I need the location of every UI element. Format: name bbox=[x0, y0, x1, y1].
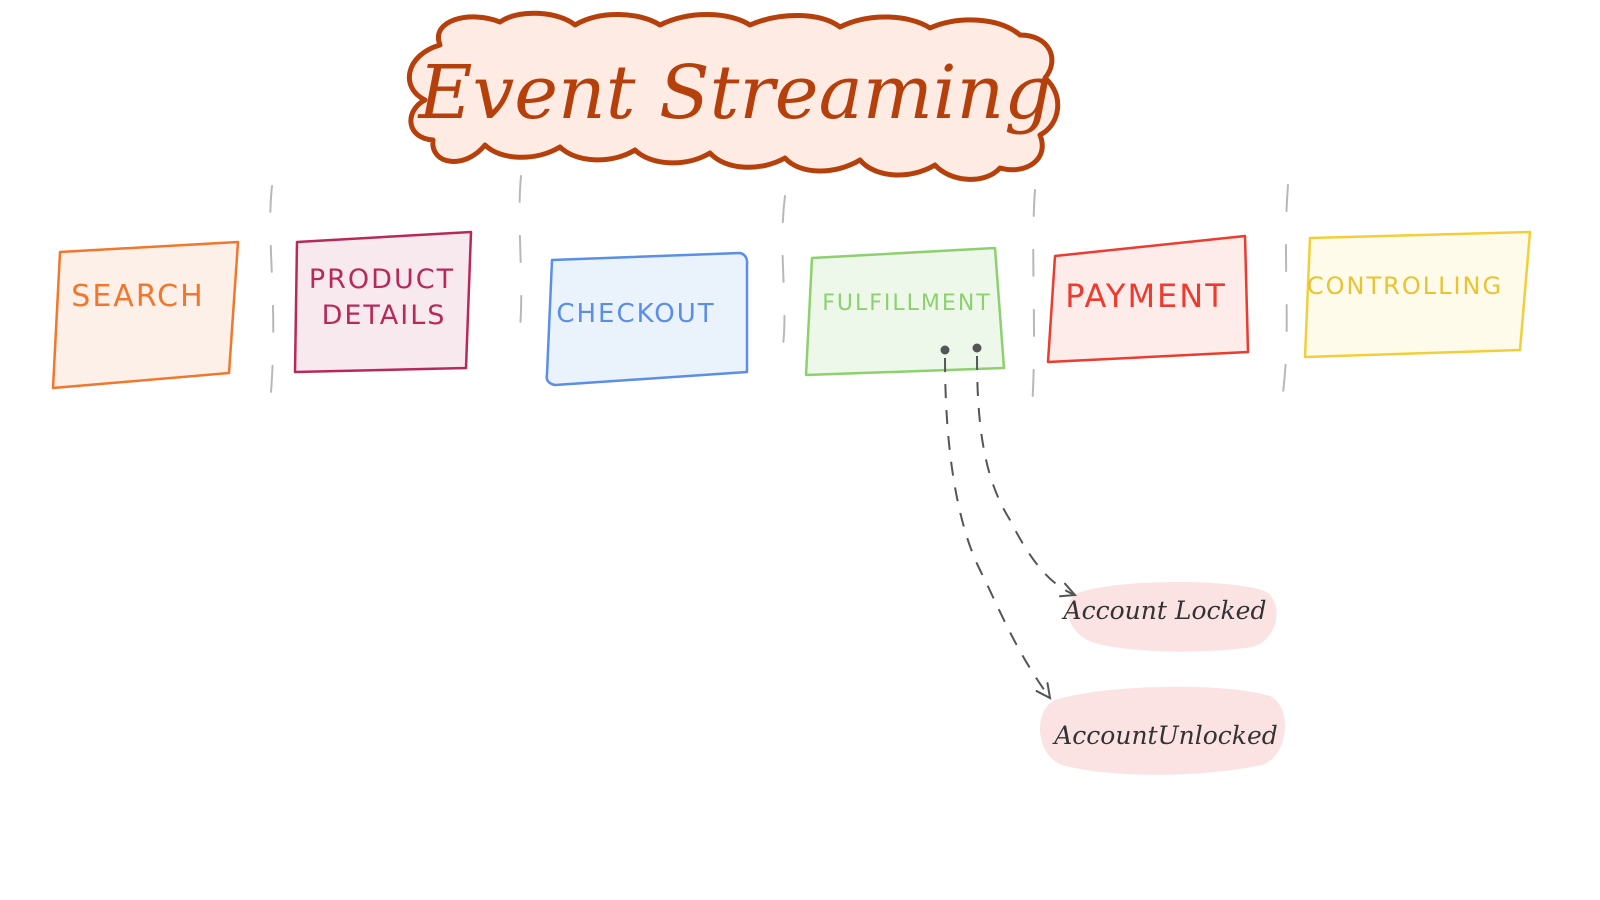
context-payment-label: PAYMENT bbox=[1065, 277, 1227, 315]
title-cloud: Event Streaming bbox=[406, 10, 1061, 182]
event-account-locked-label: Account Locked bbox=[1062, 596, 1267, 625]
event-account-locked-bubble bbox=[1067, 581, 1277, 652]
event-account-locked: Account Locked bbox=[1062, 581, 1277, 652]
emission-dot-locked bbox=[972, 343, 982, 353]
context-product-details-box bbox=[293, 230, 473, 374]
context-search-label: SEARCH bbox=[71, 279, 204, 314]
divider-5 bbox=[1281, 184, 1289, 401]
context-checkout: CHECKOUT bbox=[545, 251, 749, 387]
context-search: SEARCH bbox=[51, 240, 240, 390]
divider-2 bbox=[517, 175, 523, 349]
emission-dot-unlocked bbox=[940, 345, 950, 355]
context-fulfillment-label: FULFILLMENT bbox=[822, 291, 991, 316]
context-product-details-label-line-1: PRODUCT bbox=[309, 264, 455, 295]
context-controlling-label: CONTROLLING bbox=[1307, 272, 1503, 300]
context-dividers bbox=[269, 175, 1289, 421]
event-account-unlocked: AccountUnlocked bbox=[1039, 686, 1285, 775]
title-cloud-shape bbox=[406, 10, 1061, 182]
context-checkout-label: CHECKOUT bbox=[556, 299, 715, 329]
context-payment: PAYMENT bbox=[1046, 234, 1250, 364]
context-controlling-box bbox=[1303, 230, 1532, 359]
context-checkout-box bbox=[545, 251, 749, 387]
arrow-to-account-locked bbox=[976, 355, 1075, 595]
context-boxes: SEARCH PRODUCT DETAILS CHECKOUT FULFILLM… bbox=[51, 230, 1532, 390]
event-emission-arrows bbox=[940, 343, 1076, 699]
diagram-title: Event Streaming bbox=[416, 50, 1051, 136]
context-fulfillment-box bbox=[804, 246, 1006, 377]
context-search-box bbox=[51, 240, 240, 390]
divider-3 bbox=[781, 195, 786, 347]
context-fulfillment: FULFILLMENT bbox=[804, 246, 1006, 377]
divider-1 bbox=[269, 185, 275, 393]
context-controlling: CONTROLLING bbox=[1303, 230, 1532, 359]
context-product-details: PRODUCT DETAILS bbox=[293, 230, 473, 374]
arrow-to-account-unlocked bbox=[944, 357, 1050, 698]
context-payment-box bbox=[1046, 234, 1250, 364]
divider-4 bbox=[1030, 189, 1036, 421]
event-account-unlocked-label: AccountUnlocked bbox=[1052, 721, 1278, 750]
event-account-unlocked-bubble bbox=[1039, 686, 1285, 775]
context-product-details-label-line-2: DETAILS bbox=[322, 300, 447, 331]
